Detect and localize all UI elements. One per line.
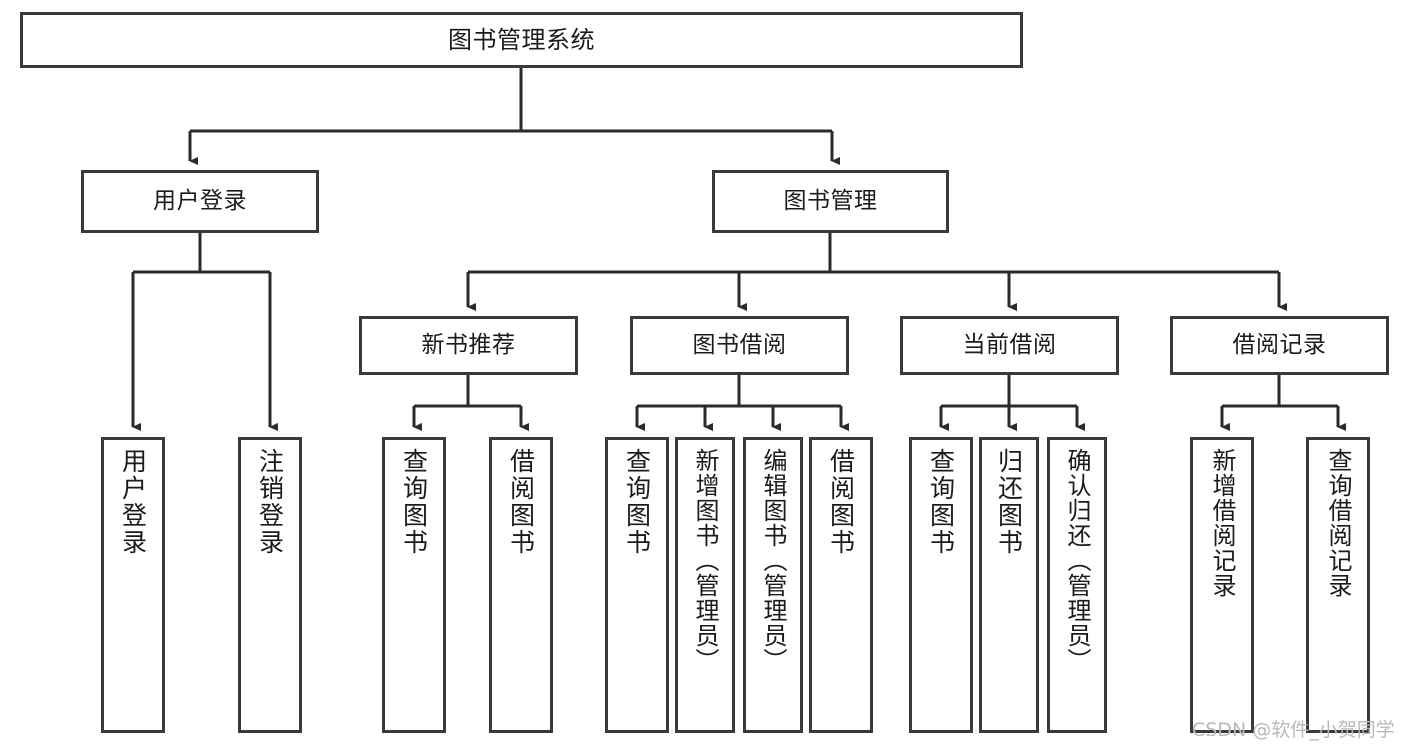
- node-label: 图书管理: [783, 187, 878, 214]
- node-label: 图书借阅: [692, 331, 787, 358]
- node-leaf-add-book[interactable]: 新增图书（管理员）: [675, 437, 735, 733]
- node-leaf-query-book-2[interactable]: 查询图书: [605, 437, 669, 733]
- node-leaf-borrow-book-2[interactable]: 借阅图书: [809, 437, 873, 733]
- node-label: 当前借阅: [962, 331, 1057, 358]
- node-label: 新书推荐: [421, 331, 516, 358]
- node-label: 借阅图书: [506, 448, 536, 556]
- node-new-book-recommend[interactable]: 新书推荐: [359, 316, 578, 375]
- node-leaf-edit-book[interactable]: 编辑图书（管理员）: [743, 437, 803, 733]
- node-book-borrow[interactable]: 图书借阅: [630, 316, 849, 375]
- node-root-book-management-system[interactable]: 图书管理系统: [20, 12, 1023, 68]
- node-label: 查询图书: [622, 448, 652, 556]
- node-label: 用户登录: [118, 448, 148, 556]
- node-label: 确认归还（管理员）: [1063, 448, 1091, 673]
- node-label: 查询借阅记录: [1324, 448, 1352, 598]
- node-leaf-user-login[interactable]: 用户登录: [101, 437, 165, 733]
- node-label: 图书管理系统: [448, 25, 595, 54]
- node-leaf-add-record[interactable]: 新增借阅记录: [1190, 437, 1254, 733]
- node-label: 编辑图书（管理员）: [759, 448, 787, 673]
- node-leaf-confirm-return[interactable]: 确认归还（管理员）: [1047, 437, 1107, 733]
- node-label: 用户登录: [153, 187, 247, 214]
- node-leaf-query-record[interactable]: 查询借阅记录: [1306, 437, 1370, 733]
- node-label: 归还图书: [994, 448, 1024, 556]
- node-leaf-query-book-3[interactable]: 查询图书: [909, 437, 973, 733]
- node-leaf-query-book-1[interactable]: 查询图书: [382, 437, 446, 733]
- node-label: 查询图书: [926, 448, 956, 556]
- node-label: 新增图书（管理员）: [691, 448, 719, 673]
- node-label: 借阅图书: [826, 448, 856, 556]
- watermark-text: CSDN @软件_小贺同学: [1192, 719, 1395, 741]
- node-leaf-return-book[interactable]: 归还图书: [979, 437, 1039, 733]
- node-label: 借阅记录: [1232, 331, 1327, 358]
- node-current-borrow[interactable]: 当前借阅: [900, 316, 1119, 375]
- node-book-management[interactable]: 图书管理: [712, 170, 949, 233]
- node-user-login[interactable]: 用户登录: [81, 170, 319, 233]
- node-label: 新增借阅记录: [1208, 448, 1236, 598]
- node-label: 查询图书: [399, 448, 429, 556]
- node-label: 注销登录: [255, 448, 285, 556]
- node-borrow-record[interactable]: 借阅记录: [1170, 316, 1389, 375]
- node-leaf-logout-login[interactable]: 注销登录: [238, 437, 302, 733]
- node-leaf-borrow-book-1[interactable]: 借阅图书: [489, 437, 553, 733]
